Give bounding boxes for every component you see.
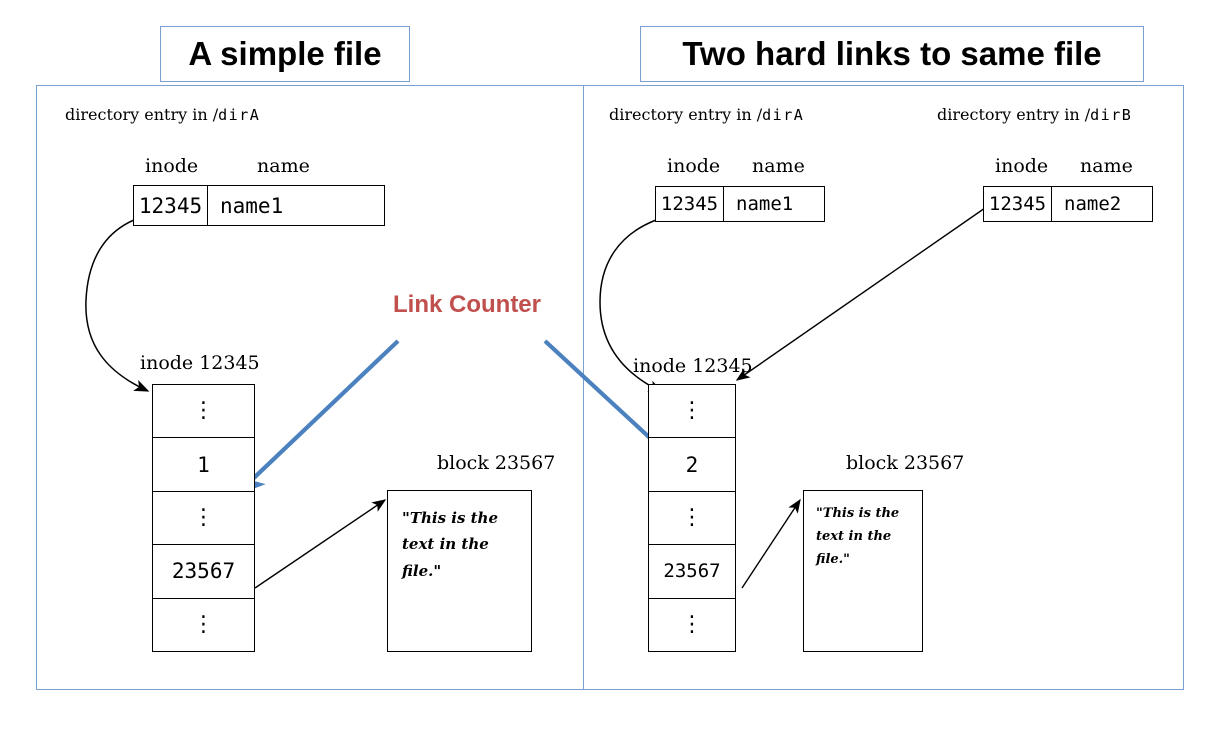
inode-row-value: ⋮ [681, 398, 703, 424]
arrow-inode-to-block-left [254, 499, 387, 589]
inode-link-count-value: 2 [685, 452, 699, 477]
col-header-inode-right-dirA: inode [667, 155, 721, 177]
dir-entry-inode-value-right-dirB: 12345 [984, 187, 1052, 221]
arrow-direntry-to-inode-left [85, 219, 150, 392]
dir-entry-inode-value-right-dirA: 12345 [656, 187, 724, 221]
inode-row-block-pointer: 23567 [649, 545, 735, 599]
block-text-line: text in the [816, 528, 892, 544]
panel-hard-links [583, 85, 1184, 690]
dir-label-prefix: directory entry in / [937, 105, 1091, 124]
block-text-line: file." [402, 561, 442, 580]
col-header-inode-right-dirB: inode [995, 155, 1049, 177]
arrow-inode-to-block-right [741, 498, 801, 589]
block-caption-right: block 23567 [846, 452, 965, 474]
inode-row-block-pointer: 23567 [153, 545, 254, 599]
inode-table-left: ⋮ 1 ⋮ 23567 ⋮ [152, 384, 255, 652]
inode-row: ⋮ [649, 385, 735, 439]
inode-block-pointer-value: 23567 [663, 560, 721, 583]
panel-title-hard-links: Two hard links to same file [640, 26, 1144, 82]
inode-caption-right: inode 12345 [633, 355, 753, 377]
block-text-line: file." [816, 551, 850, 567]
arrow-direntry-dirA-to-inode-right [599, 219, 664, 393]
col-header-name-left: name [257, 155, 310, 177]
dir-entry-label-right-dirB: directory entry in /dirB [937, 105, 1132, 124]
block-box-right: "This is the text in the file." [803, 490, 923, 652]
dir-label-prefix: directory entry in / [609, 105, 763, 124]
col-header-inode-left: inode [145, 155, 199, 177]
inode-row: ⋮ [153, 385, 254, 439]
block-text-line: "This is the [816, 506, 900, 521]
col-header-name-right-dirB: name [1080, 155, 1133, 177]
dir-entry-table-left-dirA: 12345 name1 [133, 185, 385, 226]
dir-label-path: dirA [218, 106, 261, 124]
inode-link-count-value: 1 [197, 452, 210, 477]
dir-entry-label-left-dirA: directory entry in /dirA [65, 105, 260, 124]
inode-row-value: ⋮ [192, 611, 215, 637]
inode-row-value: ⋮ [681, 505, 703, 531]
dir-entry-name-value-right-dirB: name2 [1064, 193, 1122, 215]
block-text-line: "This is the [402, 509, 498, 527]
dir-entry-inode-value-left: 12345 [134, 186, 208, 225]
dir-label-prefix: directory entry in / [65, 105, 219, 124]
inode-row: ⋮ [649, 599, 735, 651]
dir-entry-label-right-dirA: directory entry in /dirA [609, 105, 804, 124]
inode-caption-left: inode 12345 [140, 352, 260, 374]
inode-row-value: ⋮ [681, 611, 703, 637]
panel-title-simple-file: A simple file [160, 26, 410, 82]
col-header-name-right-dirA: name [752, 155, 805, 177]
inode-row-value: ⋮ [192, 398, 215, 424]
dir-label-path: dirA [762, 106, 805, 124]
block-box-left: "This is the text in the file." [387, 490, 532, 652]
inode-row: ⋮ [153, 599, 254, 651]
inode-row: ⋮ [153, 492, 254, 546]
inode-row-value: ⋮ [192, 505, 215, 531]
inode-table-right: ⋮ 2 ⋮ 23567 ⋮ [648, 384, 736, 652]
dir-entry-table-right-dirA: 12345 name1 [655, 186, 825, 222]
inode-block-pointer-value: 23567 [171, 559, 236, 584]
inode-row: ⋮ [649, 492, 735, 546]
dir-entry-table-right-dirB: 12345 name2 [983, 186, 1153, 222]
dir-entry-name-value-left: name1 [220, 193, 284, 218]
link-counter-annotation: Link Counter [393, 291, 541, 318]
dir-label-path: dirB [1090, 106, 1133, 124]
inode-row-link-count: 2 [649, 438, 735, 492]
dir-entry-name-value-right-dirA: name1 [736, 193, 794, 215]
arrow-linkcounter-left [235, 339, 400, 496]
inode-row-link-count: 1 [153, 438, 254, 492]
arrow-direntry-dirB-to-inode-right [735, 207, 986, 381]
block-caption-left: block 23567 [437, 452, 556, 474]
block-text-line: text in the [402, 535, 489, 554]
